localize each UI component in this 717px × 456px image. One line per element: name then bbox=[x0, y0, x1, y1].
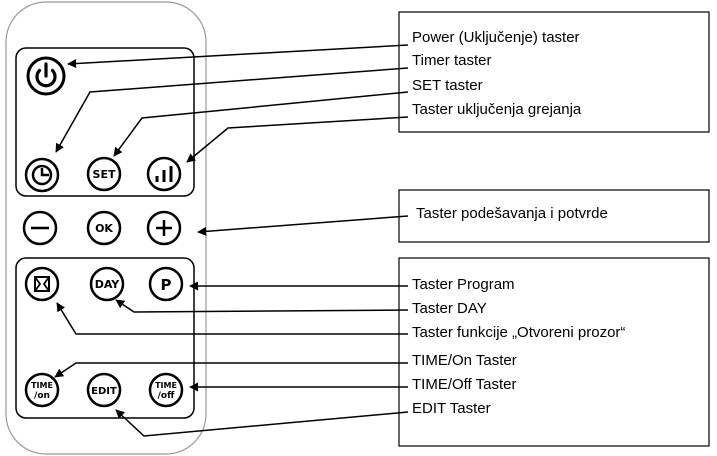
edit-button-label: EDIT bbox=[91, 386, 117, 397]
top-label-box bbox=[398, 11, 710, 133]
label-set: SET taster bbox=[412, 77, 483, 94]
label-timer: Timer taster bbox=[412, 52, 492, 69]
time-off-button[interactable]: TIME /off bbox=[148, 372, 184, 408]
program-button-label: P bbox=[161, 276, 172, 294]
set-button[interactable]: SET bbox=[86, 156, 122, 192]
time-on-button[interactable]: TIME /on bbox=[24, 372, 60, 408]
label-edit: EDIT Taster bbox=[412, 400, 491, 417]
label-adjust: Taster podešavanja i potvrde bbox=[416, 205, 608, 222]
timer-button[interactable] bbox=[24, 157, 60, 193]
leader-power bbox=[67, 44, 409, 69]
day-button-label: DAY bbox=[95, 278, 121, 291]
time-off-line1: TIME bbox=[155, 381, 177, 390]
label-window: Taster funkcije „Otvoreni prozor“ bbox=[412, 324, 626, 341]
ok-button-label: OK bbox=[95, 222, 113, 235]
time-on-line2: /on bbox=[34, 391, 50, 401]
edit-button[interactable]: EDIT bbox=[86, 372, 122, 408]
label-day: Taster DAY bbox=[412, 300, 487, 317]
leader-adjust bbox=[197, 215, 409, 236]
label-power: Power (Uključenje) taster bbox=[412, 29, 580, 46]
leader-set bbox=[113, 91, 409, 157]
plus-button[interactable] bbox=[146, 210, 182, 246]
top-button-panel bbox=[15, 47, 195, 197]
plus-icon bbox=[156, 220, 172, 236]
label-time-off: TIME/Off Taster bbox=[412, 376, 517, 393]
day-button[interactable]: DAY bbox=[89, 266, 125, 302]
leader-window bbox=[56, 302, 408, 335]
leader-heating bbox=[186, 116, 409, 163]
leader-time-on bbox=[54, 362, 408, 378]
minus-button[interactable] bbox=[22, 210, 58, 246]
bottom-label-box bbox=[398, 257, 710, 447]
signal-bars-icon bbox=[155, 166, 173, 182]
label-program: Taster Program bbox=[412, 276, 515, 293]
window-button[interactable] bbox=[24, 266, 60, 302]
clock-icon bbox=[31, 164, 53, 186]
label-heating: Taster uključenja grejanja bbox=[412, 101, 582, 118]
bottom-button-panel bbox=[15, 257, 195, 419]
open-window-icon bbox=[34, 276, 50, 292]
power-icon bbox=[35, 62, 57, 88]
time-on-line1: TIME bbox=[31, 381, 53, 390]
ok-button[interactable]: OK bbox=[86, 210, 122, 246]
program-button[interactable]: P bbox=[148, 266, 184, 302]
leader-day bbox=[115, 299, 409, 313]
time-off-line2: /off bbox=[158, 391, 175, 401]
set-button-label: SET bbox=[93, 168, 116, 181]
heating-button[interactable] bbox=[146, 156, 182, 192]
power-button[interactable] bbox=[26, 56, 66, 96]
label-time-on: TIME/On Taster bbox=[412, 352, 517, 369]
leader-timer bbox=[55, 67, 409, 153]
leader-edit bbox=[115, 409, 409, 437]
